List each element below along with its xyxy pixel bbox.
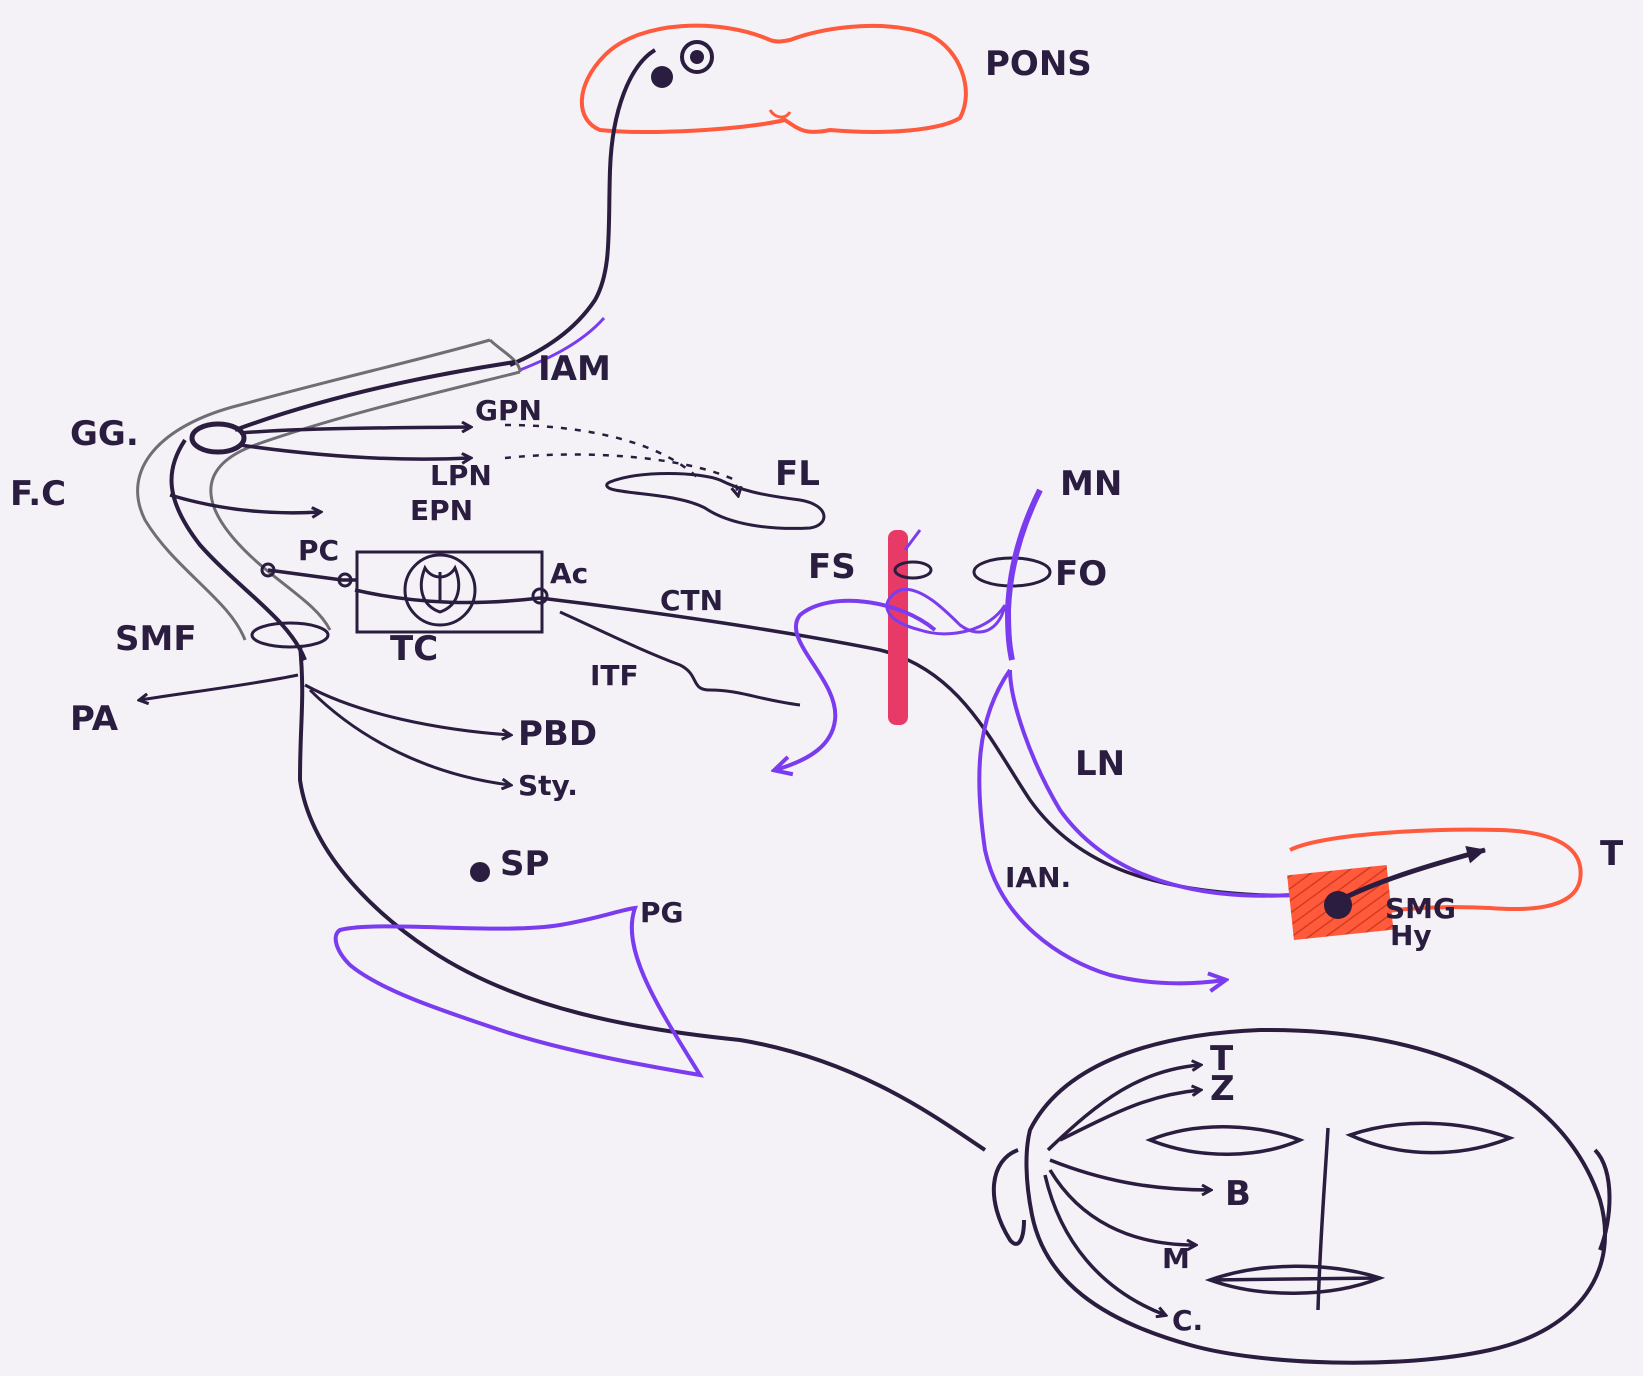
- greater-petrosal-nerve: [240, 427, 470, 433]
- mouth: [1210, 1266, 1380, 1293]
- label-face-z: Z: [1210, 1069, 1235, 1109]
- label-smf: SMF: [115, 619, 197, 659]
- label-ian: IAN.: [1005, 861, 1071, 894]
- label-lpn: LPN: [430, 459, 492, 492]
- label-pg: PG: [640, 896, 684, 929]
- mandibular-nerve: [1008, 490, 1040, 660]
- label-ln: LN: [1075, 744, 1125, 784]
- gpn-dashed-course: [505, 425, 700, 480]
- sensory-nucleus: [651, 66, 673, 88]
- lesser-petrosal-nerve: [240, 445, 470, 459]
- geniculate-ganglion-icon: [192, 424, 244, 452]
- face: [994, 1030, 1610, 1363]
- tympanic-cavity: [357, 552, 542, 632]
- label-pbd: PBD: [518, 714, 597, 754]
- label-pa: PA: [70, 699, 119, 739]
- label-fc: F.C: [10, 474, 66, 514]
- label-pc: PC: [298, 534, 339, 567]
- left-eye: [1150, 1127, 1300, 1154]
- label-face-c: C.: [1172, 1304, 1203, 1337]
- motor-nucleus-core: [690, 50, 704, 64]
- label-fl: FL: [775, 454, 820, 494]
- label-epn: EPN: [410, 494, 473, 527]
- label-face-m: M: [1162, 1242, 1190, 1275]
- label-gg: GG.: [70, 414, 139, 454]
- label-iam: IAM: [538, 349, 611, 389]
- inferior-alveolar-nerve: [979, 670, 1225, 983]
- label-mn: MN: [1060, 464, 1122, 504]
- label-itf: ITF: [590, 659, 639, 692]
- pons-midline-notch: [770, 110, 790, 117]
- nose-line: [1318, 1128, 1328, 1310]
- label-tc: TC: [390, 629, 438, 669]
- label-sty: Sty.: [518, 769, 578, 802]
- middle-meningeal-artery: [888, 530, 908, 725]
- chorda-tympani-nerve: [268, 570, 1340, 895]
- buccal-branch: [1050, 1160, 1210, 1190]
- label-tongue-t: T: [1600, 834, 1624, 874]
- anterior-canaliculus: [533, 589, 547, 603]
- face-outline: [1026, 1030, 1605, 1363]
- right-eye: [1350, 1123, 1510, 1152]
- right-ear-bump: [1595, 1150, 1610, 1250]
- label-fs: FS: [808, 547, 856, 587]
- external-petrosal-nerve: [170, 495, 320, 513]
- label-sp: SP: [500, 844, 549, 884]
- parotid-gland: [336, 908, 700, 1075]
- pons: [582, 26, 966, 132]
- label-pons: PONS: [985, 44, 1092, 84]
- stylohyoid-branch: [310, 690, 510, 785]
- posterior-auricular-branch: [140, 675, 298, 700]
- label-gpn: GPN: [475, 394, 542, 427]
- label-face-b: B: [1225, 1174, 1251, 1214]
- styloid-process: [470, 862, 490, 882]
- cervical-branch: [1045, 1175, 1165, 1315]
- ear: [994, 1150, 1024, 1244]
- temporal-branch: [1048, 1065, 1200, 1150]
- label-hy: Hy: [1390, 919, 1432, 952]
- label-ctn: CTN: [660, 584, 723, 617]
- label-fo: FO: [1055, 554, 1107, 594]
- label-ac: Ac: [550, 557, 588, 590]
- posterior-belly-digastric-branch: [305, 685, 510, 735]
